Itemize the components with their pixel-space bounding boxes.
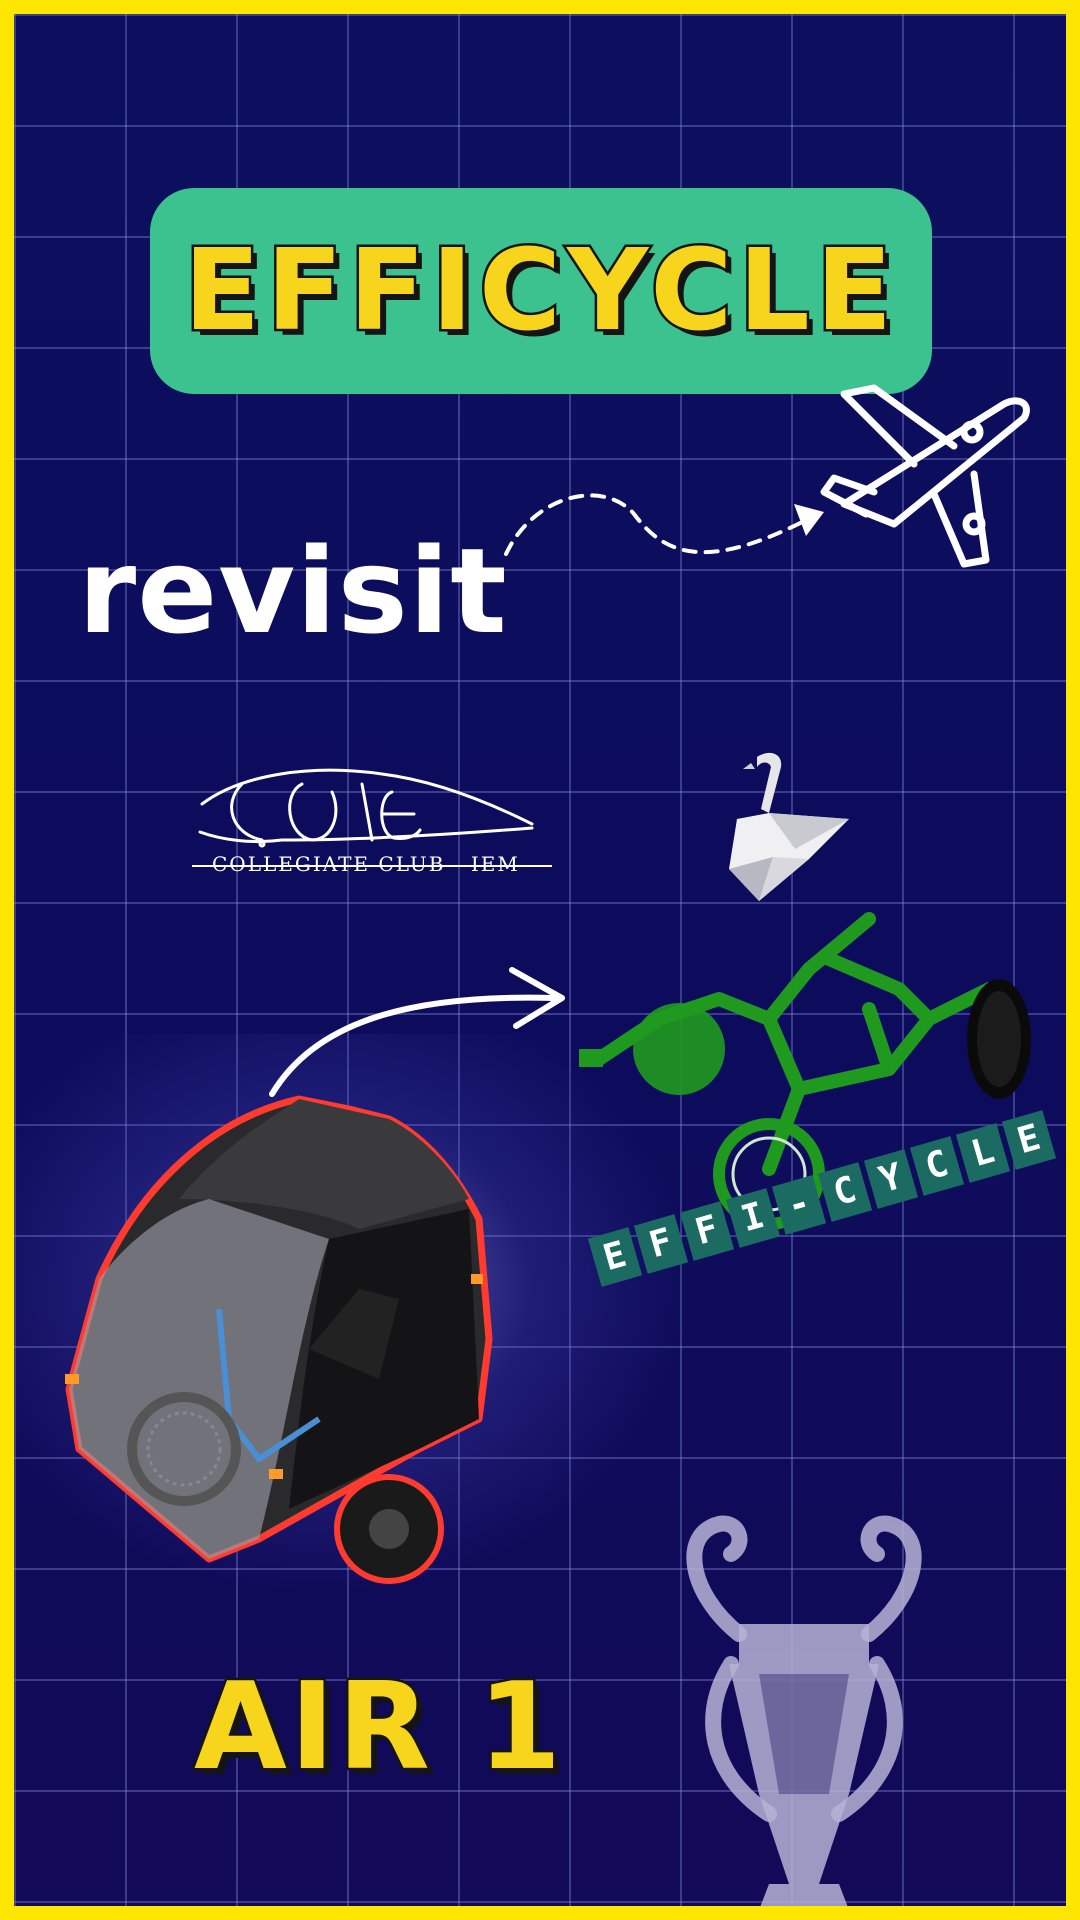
- banner-letter: F: [679, 1201, 735, 1261]
- airplane-icon: [820, 384, 1030, 568]
- banner-letter: L: [955, 1123, 1011, 1183]
- title-text: EFFICYCLE: [181, 224, 899, 359]
- banner-letter: -: [771, 1175, 827, 1235]
- sae-tagline: COLLEGIATE CLUB - IEM: [212, 852, 520, 876]
- effi-cycle-bike-image: [579, 912, 1031, 1229]
- banner-letter: F: [633, 1214, 689, 1274]
- banner-letter: I: [725, 1188, 781, 1248]
- banner-letter: E: [1001, 1110, 1057, 1170]
- banner-letter: Y: [863, 1149, 919, 1209]
- banner-letter: C: [909, 1136, 965, 1196]
- revisit-heading: revisit: [78, 522, 508, 660]
- banner-letter: C: [817, 1162, 873, 1222]
- tricycle-vehicle-image: [65, 1095, 493, 1584]
- arrow-icon: [269, 967, 565, 1097]
- sae-logo-icon: [192, 768, 552, 867]
- trophy-icon: [686, 1515, 922, 1906]
- title-badge: EFFICYCLE: [150, 188, 932, 394]
- poster: EFFICYCLE revisit COLL: [14, 14, 1066, 1906]
- effi-cycle-banner: E F F I - C Y C L E: [582, 1014, 1066, 1287]
- swan-icon: [729, 752, 849, 901]
- dashed-path-line: [504, 493, 824, 556]
- air-rank-text: AIR 1: [191, 1656, 565, 1800]
